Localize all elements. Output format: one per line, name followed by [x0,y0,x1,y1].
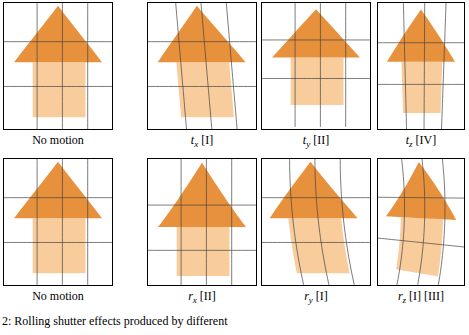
grid-line [147,205,257,206]
panel-frame [3,2,113,130]
panel-illustration [261,158,371,286]
house-roof [14,162,102,218]
panel-frame [3,158,113,286]
panel-label: rx [II] [147,289,257,304]
house-body [401,62,442,113]
panel-frame [147,158,257,286]
grid-line [340,158,357,286]
grid-line [147,250,257,251]
motion-panel: tz [IV] [377,2,465,148]
motion-panel: tx [I] [147,2,257,148]
grid-line [261,242,371,243]
house-roof [270,162,358,218]
grid-line [345,2,346,127]
motion-panel: rx [II] [147,158,257,304]
grid-line [3,41,113,42]
panel-illustration [261,2,371,127]
grid-line [87,2,88,130]
grid-line [423,2,425,130]
grid-line [403,2,407,130]
grid-line [315,158,332,286]
panel-label: ry [I] [261,289,371,304]
panel-label: tx [I] [147,133,257,148]
house-roof [14,6,102,62]
motion-panel: No motion [3,2,113,148]
grid-line [377,84,465,85]
panel-label: ty [II] [261,133,371,148]
panel-illustration [147,158,257,286]
grid-line [231,158,232,286]
house-roof [158,163,246,227]
motion-panel: ty [II] [261,2,371,148]
grid-line [377,237,465,248]
house-body [291,58,344,105]
panel-illustration [147,2,257,130]
grid-line [377,42,465,43]
house-roof [386,162,456,220]
panel-label: rz [I] [III] [377,289,465,304]
panel-label: No motion [3,289,113,304]
motion-panel: No motion [3,158,113,304]
grid-line [261,197,371,198]
grid-line [225,2,238,130]
grid-line [3,86,113,87]
grid-line [295,2,296,127]
grid-line [62,2,63,130]
panel-frame [261,158,371,286]
panel-illustration [3,158,113,286]
motion-panel: rz [I] [III] [377,158,465,304]
grid-line [441,2,446,130]
house-body [396,217,443,276]
grid-line [147,41,257,42]
panel-frame [377,2,465,130]
grid-line [320,2,321,127]
panel-frame [261,2,371,130]
grid-line [261,39,371,40]
panel-frame [377,158,465,286]
grid-line [37,158,38,286]
grid-line [87,158,88,286]
house-body [177,227,230,276]
grid-line [147,86,257,87]
grid-line [37,2,38,130]
grid-line [395,158,405,286]
grid-line [3,242,113,243]
grid-line [377,197,465,198]
grid-line [261,78,371,79]
grid-line [200,2,213,130]
panel-label: tz [IV] [377,133,465,148]
motion-panel: ry [I] [261,158,371,304]
grid-line [206,158,207,286]
grid-line [435,158,445,286]
grid-line [415,158,425,286]
house-body [33,62,86,117]
house-body [33,218,86,273]
grid-line [181,158,182,286]
figure-caption: 2: Rolling shutter effects produced by d… [2,314,228,329]
house-roof [272,9,360,57]
grid-line [175,2,188,130]
grid-line [62,158,63,286]
panel-illustration [3,2,113,130]
panel-illustration [377,2,465,130]
panel-label: No motion [3,133,113,148]
panel-frame [147,2,257,130]
grid-line [3,197,113,198]
grid-line [290,158,307,286]
panel-illustration [377,158,465,286]
